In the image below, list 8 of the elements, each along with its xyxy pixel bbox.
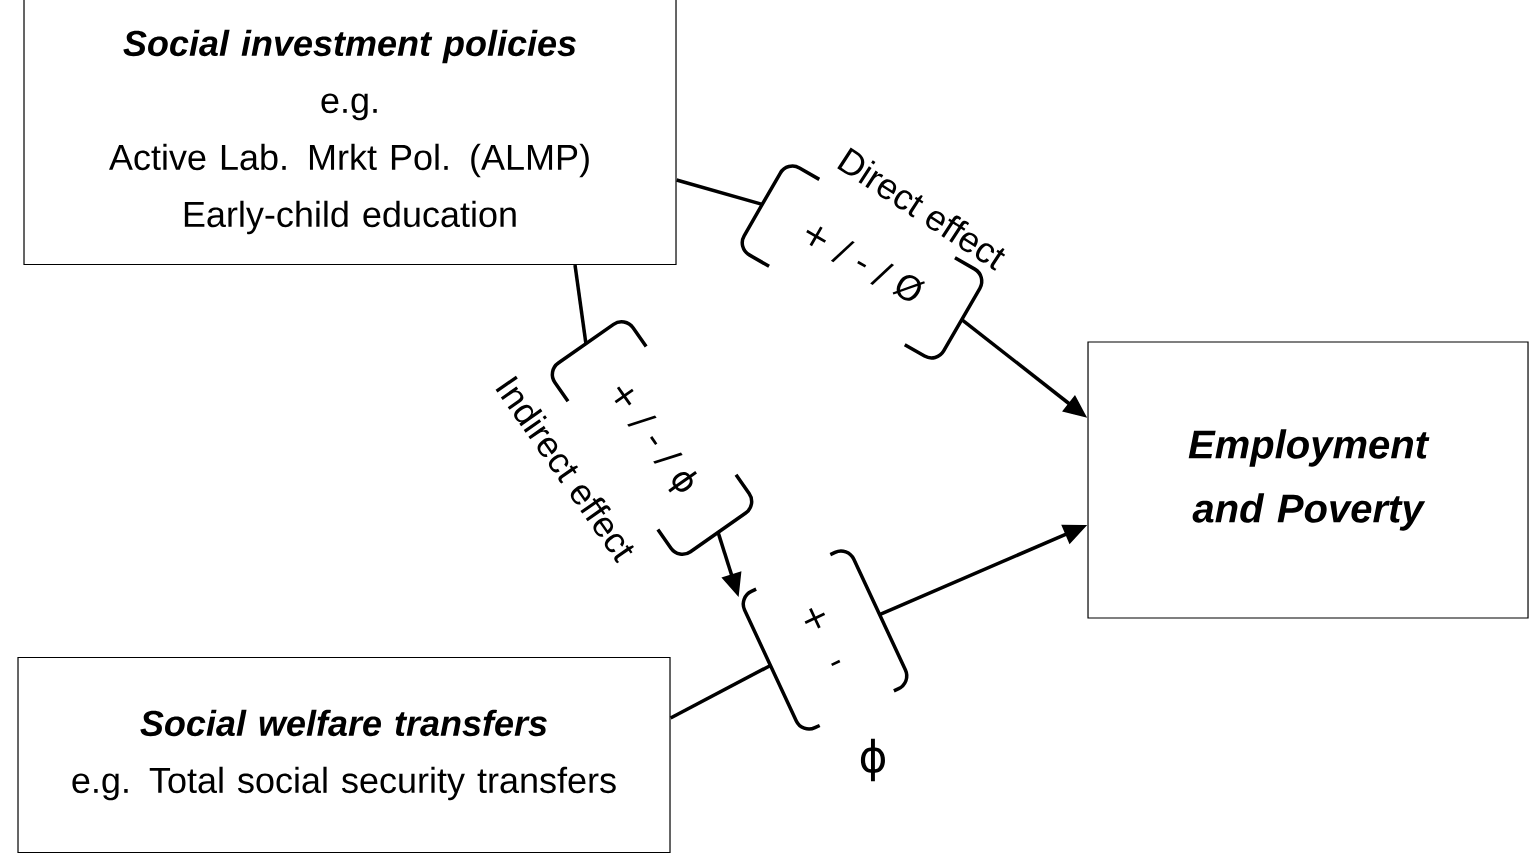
text-box: Employment and Poverty	[1087, 341, 1529, 619]
connector-line	[676, 178, 763, 207]
bracketed-effect: + -	[741, 549, 909, 731]
text-box: Social investment policies e.g. Active Lab. Mrkt Pol. (ALMP) Early-child education	[23, 0, 677, 266]
effect-symbol: ϕ	[860, 738, 885, 782]
connector-line	[669, 663, 772, 720]
connector-line	[573, 264, 588, 344]
text-box: Social welfare transfers e.g. Total social security transfers	[17, 656, 671, 854]
